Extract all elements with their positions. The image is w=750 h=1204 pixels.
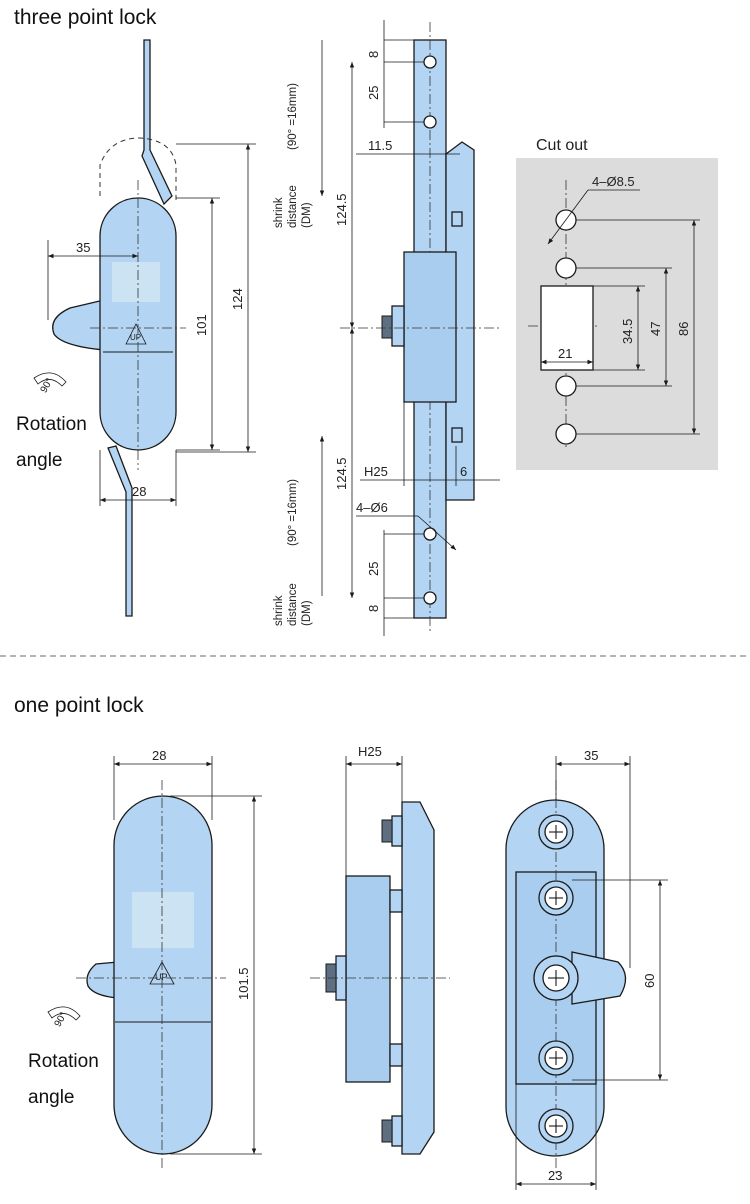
clip	[389, 1043, 403, 1067]
dim-screw-pitch: 60	[642, 974, 657, 988]
label-area	[132, 892, 194, 948]
dim-cut-width: 21	[558, 346, 572, 361]
screw-icon	[538, 814, 574, 850]
cut-hole	[555, 257, 577, 279]
screw-tip	[381, 1119, 393, 1143]
dim-hole-spacing-bottom: 25	[366, 562, 381, 576]
shrink-top-1: shrink	[273, 197, 285, 228]
dim-cut-holes: 4–Ø8.5	[592, 174, 635, 189]
one-point-side-view: H25	[310, 744, 450, 1155]
shrink-bottom-3: (DM)	[301, 600, 313, 626]
handle-lever	[52, 299, 105, 351]
dim-depth: H25	[364, 464, 388, 479]
rotation-arrow-icon	[47, 1006, 81, 1021]
three-point-rotation-label-1: Rotation	[16, 414, 87, 435]
rotated-outline	[99, 137, 177, 200]
lock-housing	[345, 875, 391, 1083]
mount-plate	[445, 141, 475, 501]
dim-rod-holes: 4–Ø6	[356, 500, 388, 515]
three-point-front-view: UP 35 101 124 28 9	[33, 39, 256, 617]
up-mark: UP	[155, 972, 168, 982]
rod-hole	[423, 591, 437, 605]
cam-screw	[381, 315, 393, 339]
dim-one-body-height: 101.5	[236, 967, 251, 1000]
rotation-degree: 90°	[39, 376, 56, 395]
label-area	[112, 262, 160, 302]
clip	[389, 889, 403, 913]
rod-hole	[423, 115, 437, 129]
cut-out-view: Cut out 4–Ø8.5 21 34.5 47	[516, 137, 718, 470]
cut-out-title: Cut out	[536, 137, 588, 154]
cut-hole	[555, 375, 577, 397]
dim-offset: 11.5	[368, 138, 392, 153]
dim-hole-spacing-top: 25	[366, 86, 381, 100]
cut-hole	[555, 423, 577, 445]
three-point-rotation-label-2: angle	[16, 450, 63, 471]
dim-rod-travel-top: 124.5	[334, 193, 349, 226]
dim-overall-height: 124	[230, 288, 245, 310]
cam-lever	[571, 951, 627, 1005]
screw-icon	[538, 880, 574, 916]
up-mark: UP	[130, 333, 141, 342]
clip	[451, 427, 463, 443]
rotation-arrow-icon	[33, 372, 67, 387]
upper-rod	[141, 39, 173, 206]
screw-tip	[381, 819, 393, 843]
shrink-top-2: distance	[287, 185, 299, 228]
clip	[451, 211, 463, 227]
screw-head	[391, 815, 403, 847]
shrink-top-4: (90° =16mm)	[287, 83, 299, 150]
up-triangle	[125, 323, 147, 345]
shrink-bottom-4: (90° =16mm)	[287, 479, 299, 546]
lower-rod	[107, 445, 133, 617]
dim-handle-offset: 35	[76, 240, 90, 255]
dim-body-height: 101	[194, 314, 209, 336]
dim-cut-pitch-outer: 86	[676, 322, 691, 336]
dim-hole-bottom: 8	[366, 605, 381, 612]
three-point-lock-title: three point lock	[14, 6, 157, 29]
one-point-front-view: UP 28 101.5 90°	[47, 748, 262, 1170]
handle-lever	[86, 961, 119, 999]
dim-base-width: 23	[548, 1168, 562, 1183]
dim-thickness: 6	[460, 464, 467, 479]
screw-icon	[538, 1040, 574, 1076]
dim-one-depth: H25	[358, 744, 382, 759]
rod-hole	[423, 527, 437, 541]
rod-hole	[423, 55, 437, 69]
dim-back-width: 35	[584, 748, 598, 763]
screw-icon	[538, 1108, 574, 1144]
cut-rect	[540, 285, 594, 371]
lock-housing	[403, 251, 457, 403]
dim-one-body-width: 28	[152, 748, 166, 763]
dim-hole-top: 8	[366, 51, 381, 58]
shrink-bottom-1: shrink	[273, 595, 285, 626]
one-point-back-view: 35 60 23	[505, 748, 668, 1190]
shrink-bottom-2: distance	[287, 583, 299, 626]
one-point-rotation-label-1: Rotation	[28, 1051, 99, 1072]
dim-body-width: 28	[132, 484, 146, 499]
dim-cut-height: 34.5	[620, 319, 635, 344]
cam-nut	[391, 305, 405, 347]
one-rotation-degree: 90°	[53, 1010, 70, 1029]
screw-icon	[533, 955, 579, 1001]
shrink-top-3: (DM)	[301, 202, 313, 228]
screw-head	[391, 1115, 403, 1147]
dim-cut-pitch-inner: 47	[648, 322, 663, 336]
three-point-side-view: shrink distance (DM) (90° =16mm) shrink …	[273, 20, 500, 636]
lock-body	[113, 795, 213, 1155]
one-point-lock-title: one point lock	[14, 694, 144, 717]
dim-rod-travel-bottom: 124.5	[334, 457, 349, 490]
one-point-rotation-label-2: angle	[28, 1087, 75, 1108]
